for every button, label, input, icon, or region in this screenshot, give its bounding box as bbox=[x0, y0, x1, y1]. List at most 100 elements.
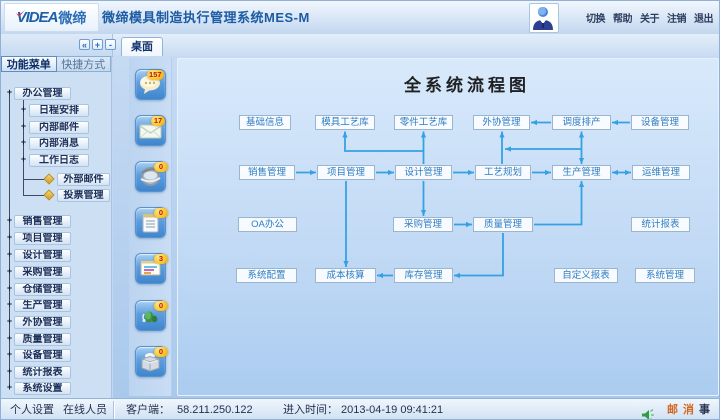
tree-item-投票管理[interactable]: 投票管理 bbox=[57, 189, 110, 202]
sidebar-tabs: 功能菜单快捷方式 bbox=[1, 56, 111, 73]
tree-leaf-connector bbox=[23, 178, 45, 180]
dock-badge: 0 bbox=[154, 208, 168, 219]
tree-expander-icon[interactable]: + bbox=[6, 299, 13, 309]
flow-node-自定义报表[interactable]: 自定义报表 bbox=[554, 268, 618, 283]
tree-expander-icon[interactable]: + bbox=[6, 332, 13, 343]
tree-expander-icon[interactable]: + bbox=[6, 232, 13, 242]
logo: VIDEA 微缔 bbox=[4, 3, 99, 32]
sidebar-tab-1[interactable]: 快捷方式 bbox=[56, 56, 111, 72]
flow-node-系统配置[interactable]: 系统配置 bbox=[236, 268, 297, 283]
dock-badge: 0 bbox=[154, 162, 168, 173]
tree-item-设计管理[interactable]: 设计管理 bbox=[14, 249, 71, 262]
sidebar: 功能菜单快捷方式 +办公管理+日程安排+内部邮件+内部消息+工作日志外部邮件投票… bbox=[1, 56, 112, 398]
diamond-bullet-icon bbox=[43, 189, 55, 201]
sidebar-expand-all-button[interactable]: + bbox=[92, 39, 103, 50]
header-link-3[interactable]: 注销 bbox=[667, 14, 687, 25]
flowchart-title: 全系统流程图 bbox=[404, 76, 530, 96]
tree-expander-icon[interactable]: + bbox=[6, 382, 13, 392]
flow-node-OA办公[interactable]: OA办公 bbox=[238, 217, 297, 232]
notice-event[interactable]: 事 bbox=[699, 404, 710, 416]
tree-expander-icon[interactable]: + bbox=[6, 349, 13, 359]
flow-node-销售管理[interactable]: 销售管理 bbox=[239, 165, 295, 180]
diamond-bullet-icon bbox=[43, 172, 55, 185]
title-bar: VIDEA 微缔 微缔模具制造执行管理系统MES-M 切换帮助关于注销退出 bbox=[1, 1, 719, 35]
flow-node-工艺规划[interactable]: 工艺规划 bbox=[475, 165, 531, 180]
tree-expander-icon[interactable]: + bbox=[20, 120, 27, 131]
tree-item-办公管理[interactable]: 办公管理 bbox=[14, 87, 71, 100]
flow-node-统计报表[interactable]: 统计报表 bbox=[631, 217, 690, 232]
statusbar-separator bbox=[113, 401, 114, 419]
tree-branch-line bbox=[23, 100, 24, 195]
tree-expander-icon[interactable]: + bbox=[20, 104, 27, 114]
flow-node-外协管理[interactable]: 外协管理 bbox=[473, 115, 530, 130]
header-link-2[interactable]: 关于 bbox=[640, 14, 660, 25]
tree-expander-icon[interactable]: + bbox=[6, 365, 13, 376]
logo-text-en: VIDEA bbox=[15, 9, 58, 26]
tree-item-外部邮件[interactable]: 外部邮件 bbox=[57, 172, 110, 186]
header-links: 切换帮助关于注销退出 bbox=[586, 1, 714, 34]
header-link-1[interactable]: 帮助 bbox=[613, 14, 633, 25]
flow-node-零件工艺库[interactable]: 零件工艺库 bbox=[394, 115, 453, 130]
dock-badge: 17 bbox=[151, 116, 165, 127]
flow-node-成本核算[interactable]: 成本核算 bbox=[315, 268, 376, 283]
horn-icon[interactable] bbox=[641, 404, 654, 420]
tree-trunk-line bbox=[9, 93, 10, 388]
enter-time-value: 2013-04-19 09:41:21 bbox=[341, 404, 444, 416]
tree-expander-icon[interactable]: + bbox=[6, 249, 13, 259]
notice-mail[interactable]: 邮 bbox=[667, 404, 678, 416]
flow-node-库存管理[interactable]: 库存管理 bbox=[394, 268, 453, 283]
tree-item-质量管理[interactable]: 质量管理 bbox=[14, 332, 71, 346]
tree-expander-icon[interactable]: + bbox=[20, 137, 27, 147]
flow-node-项目管理[interactable]: 项目管理 bbox=[317, 165, 375, 180]
tree-expander-icon[interactable]: + bbox=[6, 87, 13, 97]
flow-node-采购管理[interactable]: 采购管理 bbox=[393, 217, 453, 232]
function-tree: +办公管理+日程安排+内部邮件+内部消息+工作日志外部邮件投票管理+销售管理+项… bbox=[1, 73, 111, 398]
tree-item-统计报表[interactable]: 统计报表 bbox=[14, 365, 71, 379]
client-value: 58.211.250.122 bbox=[177, 404, 253, 416]
flow-node-质量管理[interactable]: 质量管理 bbox=[473, 217, 533, 232]
dock-badge: 157 bbox=[147, 70, 164, 80]
tree-item-日程安排[interactable]: 日程安排 bbox=[29, 104, 89, 117]
tree-item-销售管理[interactable]: 销售管理 bbox=[14, 215, 71, 228]
notice-message[interactable]: 消 bbox=[683, 404, 694, 416]
dock-notepad-icon[interactable] bbox=[135, 207, 166, 239]
app-title: 微缔模具制造执行管理系统MES-M bbox=[102, 10, 310, 25]
tree-item-外协管理[interactable]: 外协管理 bbox=[14, 315, 71, 329]
online-users-link[interactable]: 在线人员 bbox=[63, 404, 107, 416]
tree-item-内部邮件[interactable]: 内部邮件 bbox=[29, 120, 89, 134]
tree-item-系统设置[interactable]: 系统设置 bbox=[14, 382, 71, 395]
tree-item-工作日志[interactable]: 工作日志 bbox=[29, 153, 89, 167]
tree-item-仓储管理[interactable]: 仓储管理 bbox=[14, 282, 71, 296]
flow-node-系统管理[interactable]: 系统管理 bbox=[635, 268, 695, 283]
sidebar-collapse-all-button[interactable]: - bbox=[105, 39, 116, 50]
person-icon bbox=[533, 7, 553, 30]
tree-item-生产管理[interactable]: 生产管理 bbox=[14, 299, 71, 312]
user-avatar[interactable] bbox=[529, 3, 559, 33]
logo-text-cn: 微缔 bbox=[58, 9, 87, 26]
tree-expander-icon[interactable]: + bbox=[6, 265, 13, 276]
client-label: 客户端： bbox=[126, 404, 170, 416]
flow-node-设备管理[interactable]: 设备管理 bbox=[631, 115, 689, 130]
dock-badge: 0 bbox=[154, 346, 168, 357]
tree-item-项目管理[interactable]: 项目管理 bbox=[14, 232, 71, 245]
header-link-0[interactable]: 切换 bbox=[586, 14, 606, 25]
tab-desktop[interactable]: 桌面 bbox=[121, 37, 163, 57]
sidebar-tab-0[interactable]: 功能菜单 bbox=[1, 56, 57, 72]
flow-node-调度排产[interactable]: 调度排产 bbox=[552, 115, 611, 130]
tree-expander-icon[interactable]: + bbox=[6, 215, 13, 225]
header-link-4[interactable]: 退出 bbox=[694, 14, 714, 25]
sidebar-collapse-button[interactable]: « bbox=[79, 39, 90, 50]
tree-expander-icon[interactable]: + bbox=[6, 282, 13, 293]
tree-item-设备管理[interactable]: 设备管理 bbox=[14, 349, 71, 362]
tree-expander-icon[interactable]: + bbox=[6, 315, 13, 326]
tree-expander-icon[interactable]: + bbox=[20, 153, 27, 164]
tree-item-采购管理[interactable]: 采购管理 bbox=[14, 265, 71, 279]
flow-node-运维管理[interactable]: 运维管理 bbox=[632, 165, 690, 180]
flow-node-设计管理[interactable]: 设计管理 bbox=[395, 165, 452, 180]
personal-settings-link[interactable]: 个人设置 bbox=[10, 404, 54, 416]
flow-node-模具工艺库[interactable]: 模具工艺库 bbox=[315, 115, 375, 130]
flow-node-生产管理[interactable]: 生产管理 bbox=[552, 165, 611, 180]
flow-node-基础信息[interactable]: 基础信息 bbox=[239, 115, 291, 130]
tree-item-内部消息[interactable]: 内部消息 bbox=[29, 137, 89, 150]
